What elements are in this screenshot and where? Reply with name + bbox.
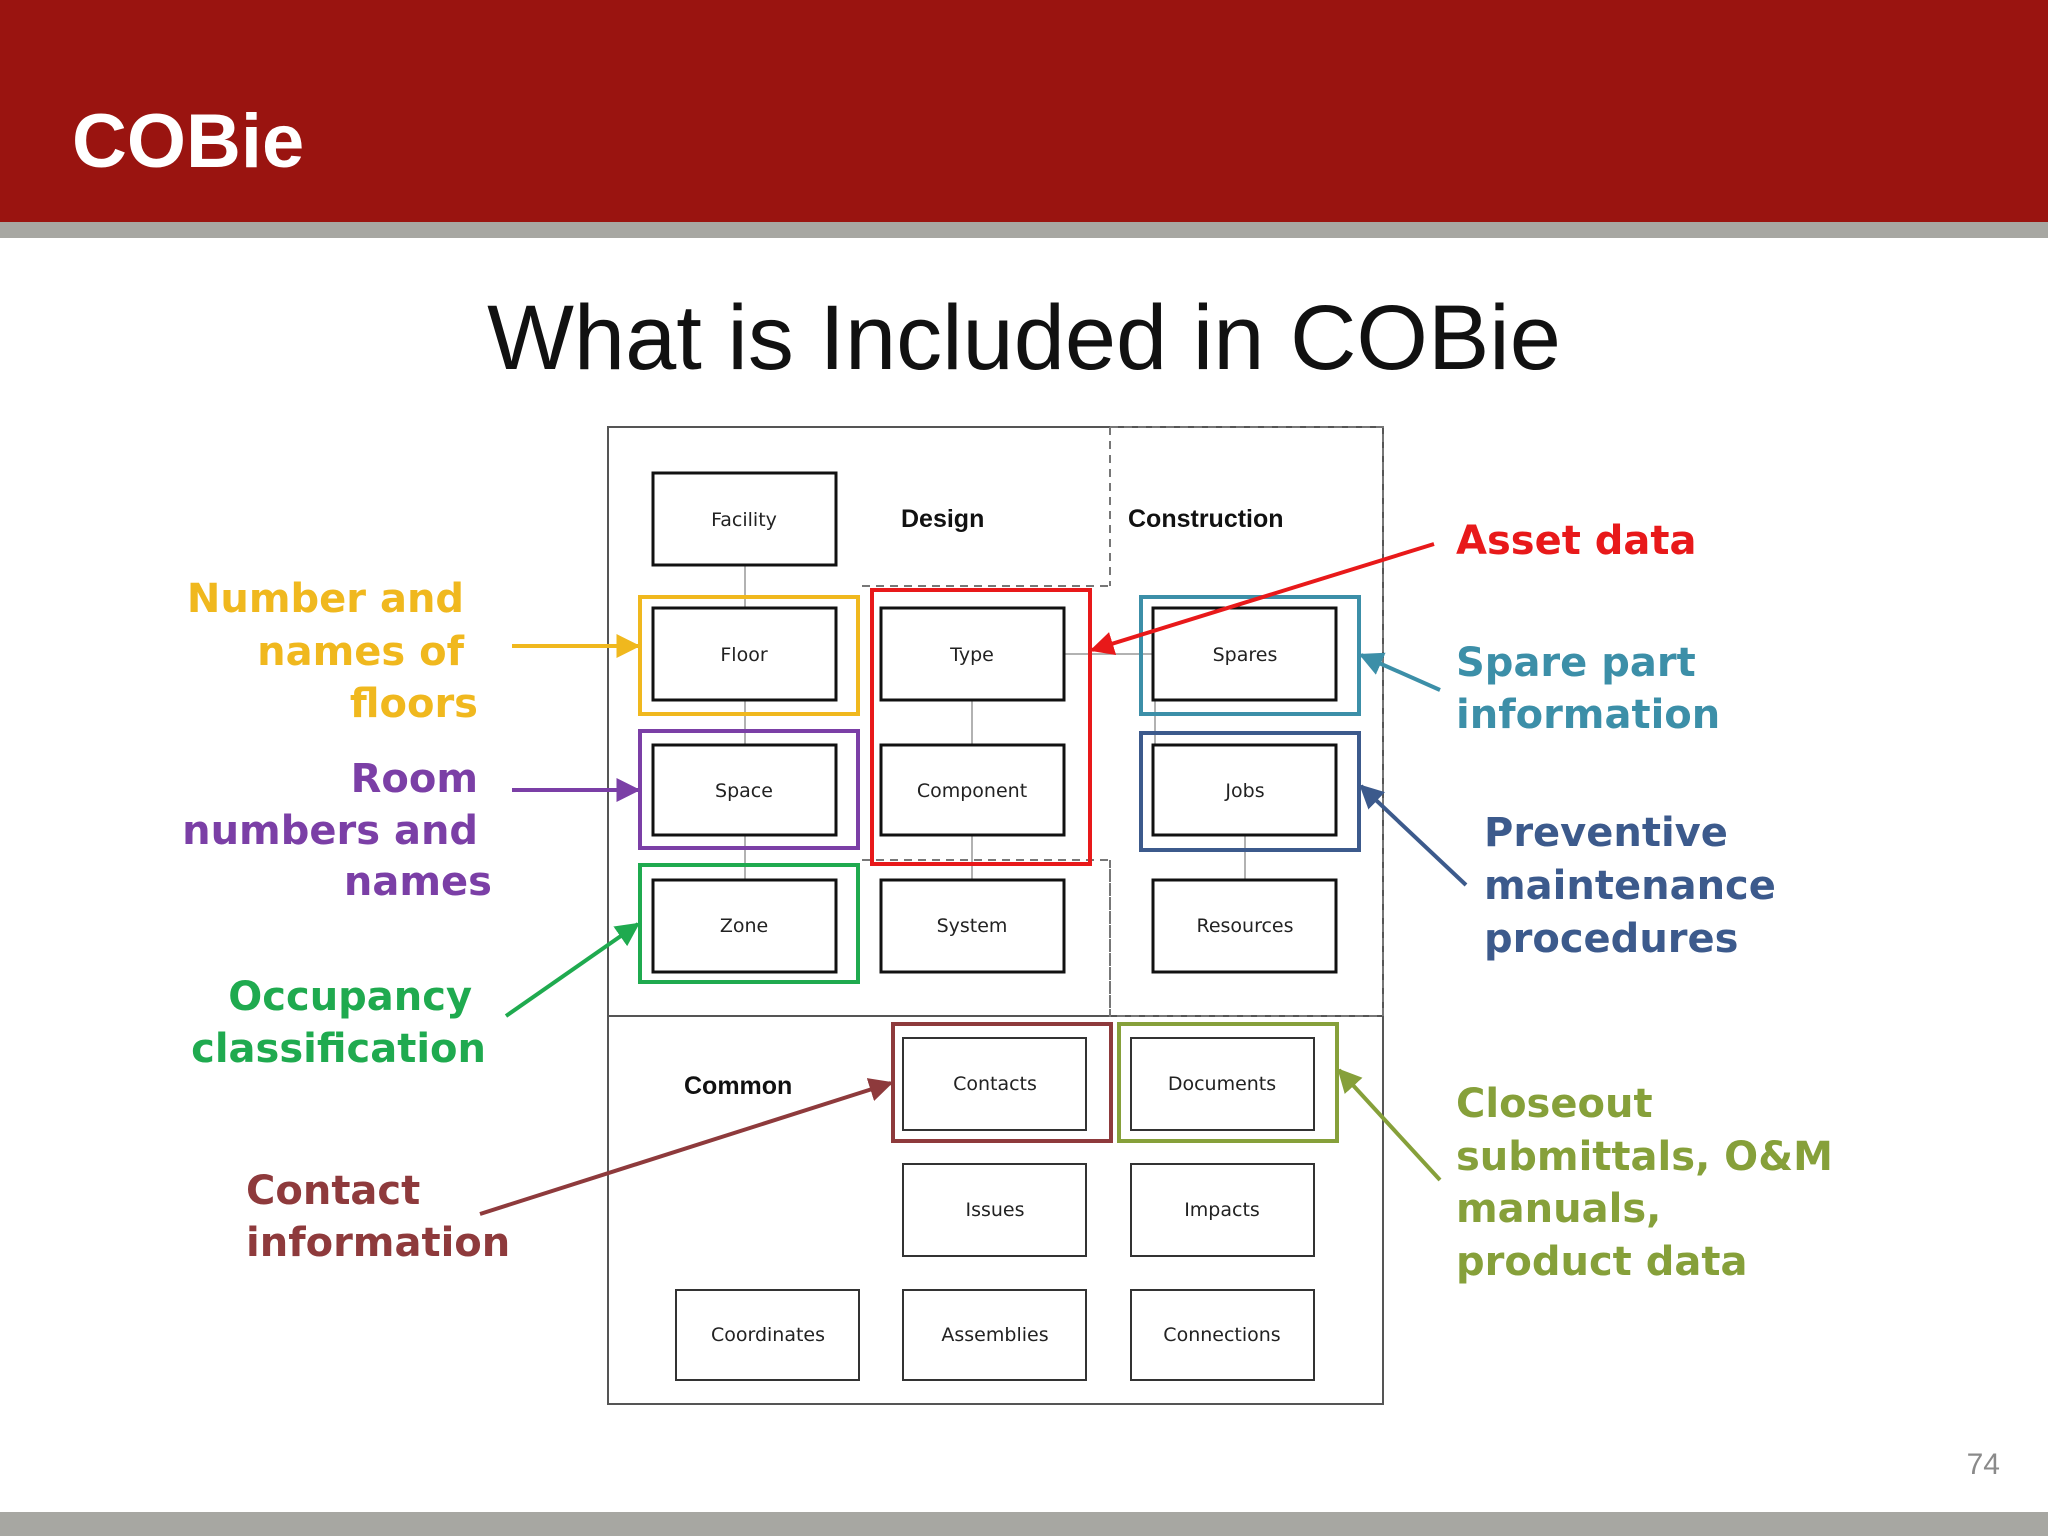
box-floor: Floor [651,606,838,702]
footer-divider [0,1512,2048,1536]
section-label-construction: Construction [1128,505,1284,533]
svg-text:Spares: Spares [1213,644,1278,666]
box-facility: Facility [651,471,838,567]
arrow-contact [479,1078,894,1216]
highlight-occupancy [638,863,860,984]
callout-floors: Number and names of floors [187,576,478,727]
box-component: Component [879,743,1066,837]
svg-text:Component: Component [917,780,1027,802]
slide-header-bar [0,0,2048,222]
svg-text:Floor: Floor [720,644,767,666]
arrow-occupancy [504,922,640,1018]
svg-text:Connections: Connections [1163,1324,1280,1346]
callout-asset: Asset data [1456,518,1697,564]
callout-rooms: Room numbers and names [182,756,492,905]
callout-closeout: Closeout submittals, O&M manuals, produc… [1456,1081,1847,1285]
section-label-design: Design [901,505,984,533]
svg-text:Zone: Zone [720,915,768,937]
svg-text:Coordinates: Coordinates [711,1324,825,1346]
highlight-preventive [1139,731,1361,852]
section-label-common: Common [684,1072,792,1100]
box-resources: Resources [1151,878,1338,974]
svg-text:Type: Type [949,644,994,666]
callout-preventive: Preventive maintenance procedures [1484,810,1790,962]
svg-text:Assemblies: Assemblies [941,1324,1048,1346]
slide-title: COBie [72,99,305,184]
box-connections: Connections [1130,1289,1315,1381]
box-documents: Documents [1130,1037,1315,1131]
svg-text:Resources: Resources [1196,915,1293,937]
svg-text:Space: Space [715,780,773,802]
highlight-asset [870,588,1092,866]
arrow-asset [1089,542,1435,656]
box-type: Type [879,606,1066,702]
diagram-title: What is Included in COBie [487,287,1561,389]
svg-text:Facility: Facility [711,509,777,531]
svg-text:Jobs: Jobs [1224,780,1264,802]
header-divider [0,222,2048,238]
box-coordinates: Coordinates [675,1289,860,1381]
box-jobs: Jobs [1151,743,1338,837]
svg-text:System: System [937,915,1008,937]
svg-text:Issues: Issues [965,1199,1024,1221]
box-assemblies: Assemblies [902,1289,1087,1381]
box-issues: Issues [902,1163,1087,1257]
svg-text:Contacts: Contacts [953,1073,1037,1095]
page-number: 74 [1966,1448,2000,1481]
box-impacts: Impacts [1130,1163,1315,1257]
callout-spares: Spare part information [1456,640,1720,738]
svg-text:Impacts: Impacts [1184,1199,1260,1221]
box-contacts: Contacts [902,1037,1087,1131]
box-system: System [879,878,1066,974]
arrow-spares [1358,652,1441,692]
callout-occupancy: Occupancy classification [191,974,486,1072]
highlight-closeout [1117,1022,1339,1143]
arrow-preventive [1359,784,1468,887]
arrow-closeout [1337,1068,1442,1182]
box-space: Space [651,743,838,837]
diagram-frame [607,426,1384,1405]
callout-contact: Contact information [246,1168,510,1266]
svg-text:Documents: Documents [1168,1073,1276,1095]
box-zone: Zone [651,878,838,974]
